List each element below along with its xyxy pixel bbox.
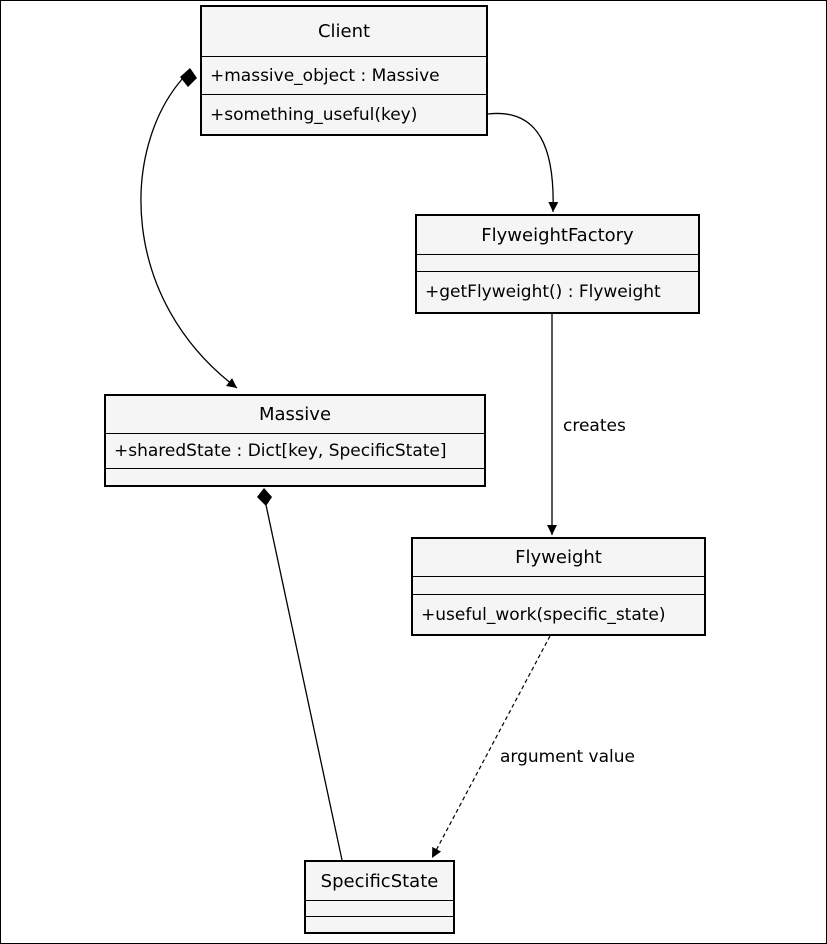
creates-edge-label: creates — [563, 416, 626, 436]
flyweight-method: +useful_work(specific_state) — [413, 594, 704, 634]
massive-specificstate-composition-edge — [265, 504, 343, 861]
flyweight-class-box[interactable]: Flyweight +useful_work(specific_state) — [411, 537, 706, 636]
specificstate-attributes-section — [306, 900, 453, 916]
client-class-name: Client — [317, 21, 371, 42]
client-factory-association-edge — [487, 112, 559, 213]
specificstate-class-name: SpecificState — [320, 870, 439, 892]
flyweightfactory-attributes-section — [417, 254, 698, 271]
massive-attribute: +sharedState : Dict[key, SpecificState] — [106, 433, 484, 468]
client-class-box[interactable]: Client +massive_object : Massive +someth… — [200, 5, 488, 136]
client-composition-diamond-icon — [180, 68, 197, 87]
argument-value-edge-label: argument value — [500, 747, 635, 767]
flyweight-attributes-section — [413, 576, 704, 594]
specificstate-methods-section — [306, 916, 453, 932]
client-attribute: +massive_object : Massive — [202, 56, 486, 94]
massive-class-name: Massive — [258, 404, 332, 425]
client-massive-composition-edge — [140, 77, 238, 389]
massive-composition-diamond-icon — [257, 488, 272, 506]
flyweight-class-name: Flyweight — [515, 547, 602, 568]
flyweightfactory-method: +getFlyweight() : Flyweight — [417, 271, 698, 312]
massive-methods-section — [106, 468, 484, 485]
massive-class-box[interactable]: Massive +sharedState : Dict[key, Specifi… — [104, 394, 486, 487]
client-method: +something_useful(key) — [202, 94, 486, 134]
flyweightfactory-class-name: FlyweightFactory — [481, 224, 634, 246]
specificstate-class-box[interactable]: SpecificState — [304, 860, 455, 934]
flyweightfactory-class-box[interactable]: FlyweightFactory +getFlyweight() : Flywe… — [415, 214, 700, 314]
